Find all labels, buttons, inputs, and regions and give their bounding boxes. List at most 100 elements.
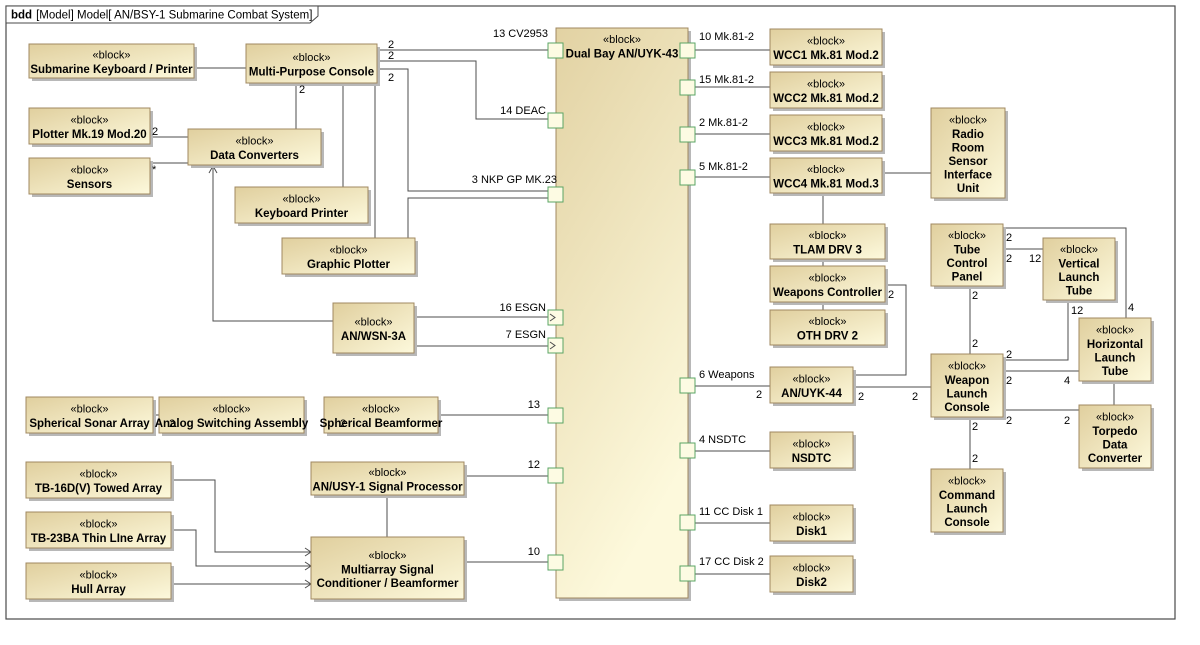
block-body[interactable]	[25, 461, 172, 499]
conn-wc-uyk44[interactable]	[853, 284, 907, 376]
conn-tb23-multiarray[interactable]	[171, 529, 311, 567]
conn-tcp-hlt[interactable]	[1003, 227, 1127, 318]
block-body[interactable]	[769, 504, 854, 542]
block-body[interactable]	[323, 396, 439, 434]
block-plotter-mk19[interactable]: «block»Plotter Mk.19 Mod.20	[28, 107, 153, 147]
block-an-uyk-44[interactable]: «block»AN/UYK-44	[769, 366, 856, 406]
block-body[interactable]	[769, 555, 854, 593]
block-sensors[interactable]: «block»Sensors	[28, 157, 153, 197]
block-body[interactable]	[28, 157, 151, 195]
block-body[interactable]	[769, 223, 886, 260]
port-mk81-2[interactable]	[679, 126, 696, 143]
block-oth[interactable]: «block»OTH DRV 2	[769, 309, 888, 348]
mult-hlt-4a: 4	[1128, 302, 1134, 314]
block-disk1[interactable]: «block»Disk1	[769, 504, 856, 544]
block-body[interactable]	[769, 431, 854, 469]
block-body[interactable]	[1078, 404, 1152, 469]
port-cv2953[interactable]	[547, 42, 564, 59]
block-spherical-sonar[interactable]: «block»Spherical Sonar Array	[25, 396, 156, 436]
block-spherical-beamformer[interactable]: «block»Spherical Beamformer	[320, 396, 443, 436]
block-body[interactable]	[769, 157, 883, 194]
block-wcc2[interactable]: «block»WCC2 Mk.81 Mod.2	[769, 71, 885, 111]
block-body[interactable]	[769, 114, 883, 152]
port-label-13: 13	[528, 399, 540, 411]
block-body[interactable]	[930, 353, 1004, 418]
port-disk1[interactable]	[679, 514, 696, 531]
block-hull-array[interactable]: «block»Hull Array	[25, 562, 174, 602]
block-body[interactable]	[555, 27, 689, 599]
port-deac[interactable]	[547, 112, 564, 129]
block-body[interactable]	[25, 562, 172, 600]
block-wcc1[interactable]: «block»WCC1 Mk.81 Mod.2	[769, 28, 885, 68]
block-stereotype: «block»	[949, 115, 987, 127]
block-wcc4[interactable]: «block»WCC4 Mk.81 Mod.3	[769, 157, 885, 196]
block-body[interactable]	[234, 186, 369, 224]
block-dual-bay[interactable]: «block»Dual Bay AN/UYK-43	[555, 27, 691, 601]
port-nsdtc[interactable]	[679, 442, 696, 459]
port-mk81-5[interactable]	[679, 169, 696, 186]
port-12[interactable]	[547, 467, 564, 484]
block-body[interactable]	[1078, 317, 1152, 382]
block-body[interactable]	[310, 461, 465, 496]
block-body[interactable]	[158, 396, 305, 434]
block-body[interactable]	[769, 366, 854, 404]
block-tlam[interactable]: «block»TLAM DRV 3	[769, 223, 888, 262]
port-label-esgn16: 16 ESGN	[500, 302, 547, 314]
block-body[interactable]	[25, 511, 172, 549]
port-nkp[interactable]	[547, 186, 564, 203]
block-body[interactable]	[28, 107, 151, 145]
block-disk2[interactable]: «block»Disk2	[769, 555, 856, 595]
block-body[interactable]	[769, 28, 883, 66]
conn-tb16-multiarray[interactable]	[171, 479, 311, 553]
block-analog-switching[interactable]: «block»Analog Switching Assembly	[155, 396, 309, 436]
block-keyboard-printer[interactable]: «block»Keyboard Printer	[234, 186, 371, 226]
conn-vlt-wlc[interactable]	[1003, 301, 1069, 361]
port-13[interactable]	[547, 407, 564, 424]
block-tb16[interactable]: «block»TB-16D(V) Towed Array	[25, 461, 174, 501]
block-body[interactable]	[930, 468, 1004, 533]
block-body[interactable]	[187, 128, 322, 166]
block-body[interactable]	[769, 265, 886, 303]
port-mk81-15[interactable]	[679, 79, 696, 96]
port-mk81-10[interactable]	[679, 42, 696, 59]
port-disk2[interactable]	[679, 565, 696, 582]
block-body[interactable]	[1042, 237, 1116, 301]
block-an-usy-1[interactable]: «block»AN/USY-1 Signal Processor	[310, 461, 467, 498]
block-body[interactable]	[769, 71, 883, 109]
block-body[interactable]	[332, 302, 415, 354]
block-body[interactable]	[930, 223, 1004, 287]
block-data-converters[interactable]: «block»Data Converters	[187, 128, 324, 168]
block-weapons-controller[interactable]: «block»Weapons Controller	[769, 265, 888, 305]
block-body[interactable]	[25, 396, 154, 434]
conn-mpc-deac[interactable]	[377, 60, 548, 120]
mult-wlc-left: 2	[912, 391, 918, 403]
frame-tab	[5, 5, 319, 24]
conn-wsn-dataconv[interactable]	[212, 166, 333, 322]
block-sub-kb-printer[interactable]: «block»Submarine Keyboard / Printer	[28, 43, 197, 81]
block-name: WCC2 Mk.81 Mod.2	[773, 93, 878, 105]
block-tb23[interactable]: «block»TB-23BA Thin LIne Array	[25, 511, 174, 551]
block-body[interactable]	[310, 536, 465, 600]
conn-gplot-nkp[interactable]	[407, 197, 548, 238]
block-nsdtc[interactable]: «block»NSDTC	[769, 431, 856, 471]
block-body[interactable]	[769, 309, 886, 346]
conn-mpc-nkp[interactable]	[377, 68, 548, 192]
block-mpc[interactable]: «block»Multi-Purpose Console	[245, 43, 380, 86]
block-an-wsn-3a[interactable]: «block»AN/WSN-3A	[332, 302, 417, 356]
port-weapons[interactable]	[679, 377, 696, 394]
block-body[interactable]	[930, 107, 1006, 199]
block-graphic-plotter[interactable]: «block»Graphic Plotter	[281, 237, 418, 277]
block-body[interactable]	[28, 43, 195, 79]
port-10[interactable]	[547, 554, 564, 571]
block-body[interactable]	[281, 237, 416, 275]
block-wcc3[interactable]: «block»WCC3 Mk.81 Mod.2	[769, 114, 885, 154]
block-body[interactable]	[245, 43, 378, 84]
